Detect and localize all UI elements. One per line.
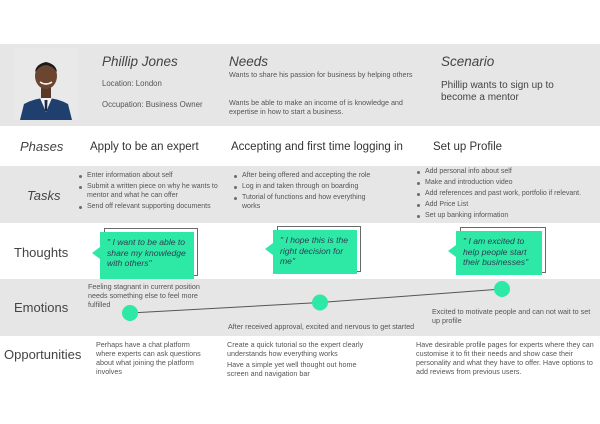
- phase-label: Accepting and first time logging in: [231, 141, 403, 153]
- task-item: Add Price List: [416, 201, 600, 210]
- scenario-text: Phillip wants to sign up to become a men…: [441, 80, 554, 103]
- emotion-curve: [122, 281, 510, 321]
- need-item: Wants be able to make an income of is kn…: [229, 98, 403, 116]
- persona-occupation: Occupation: Business Owner: [102, 100, 203, 109]
- emotion-point: [494, 281, 510, 297]
- task-item: Enter information about self: [78, 172, 228, 181]
- task-item: Set up banking information: [416, 212, 600, 221]
- phase-label: Set up Profile: [433, 141, 503, 153]
- thought-bubble: " I want to be able to share my knowledg…: [100, 232, 194, 279]
- task-list-col1: Enter information about self Submit a wr…: [78, 172, 228, 214]
- opportunity-text: Have a simple yet well thought out home …: [227, 360, 357, 378]
- thought-bubble: " I am excited to help people start thei…: [456, 231, 542, 275]
- needs-heading: Needs: [229, 54, 269, 69]
- row-label-phases: Phases: [20, 139, 64, 154]
- task-list-col3: Add personal info about self Make and in…: [416, 168, 600, 223]
- task-item: Add personal info about self: [416, 168, 600, 177]
- thought-bubble-tail: [448, 245, 456, 257]
- task-item: After being offered and accepting the ro…: [233, 172, 373, 181]
- emotion-label: After received approval, excited and ner…: [228, 322, 415, 331]
- emotion-point: [312, 294, 328, 311]
- opportunity-text: Perhaps have a chat platform where exper…: [96, 340, 201, 376]
- row-label-opportunities: Opportunities: [4, 347, 82, 362]
- row-label-tasks: Tasks: [27, 188, 61, 203]
- task-item: Log in and taken through on boarding: [233, 183, 373, 192]
- opportunity-text: Create a quick tutorial so the expert cl…: [227, 340, 364, 358]
- task-item: Submit a written piece on why he wants t…: [78, 183, 228, 200]
- task-item: Tutorial of functions and how everything…: [233, 194, 373, 211]
- persona-location: Location: London: [102, 79, 162, 88]
- need-item: Wants to share his passion for business …: [229, 70, 413, 79]
- persona-avatar: [14, 48, 78, 120]
- opportunity-text: Have desirable profile pages for experts…: [416, 340, 594, 376]
- persona-band: [0, 44, 600, 126]
- phase-label: Apply to be an expert: [90, 141, 199, 153]
- task-list-col2: After being offered and accepting the ro…: [233, 172, 373, 214]
- emotion-point: [122, 305, 138, 321]
- tasks-band: [0, 166, 600, 223]
- persona-name: Phillip Jones: [102, 54, 178, 69]
- task-item: Make and introduction video: [416, 179, 600, 188]
- task-item: Send off relevant supporting documents: [78, 203, 228, 212]
- emotion-label: Feeling stagnant in current position nee…: [88, 282, 200, 309]
- thought-bubble-tail: [92, 247, 100, 259]
- row-label-thoughts: Thoughts: [14, 245, 69, 260]
- emotion-label: Excited to motivate people and can not w…: [432, 307, 591, 325]
- thought-bubble-tail: [265, 243, 273, 255]
- scenario-heading: Scenario: [441, 54, 495, 69]
- thought-bubble: " I hope this is the right decision for …: [273, 230, 357, 274]
- row-label-emotions: Emotions: [14, 300, 69, 315]
- task-item: Add references and past work, portfolio …: [416, 190, 600, 199]
